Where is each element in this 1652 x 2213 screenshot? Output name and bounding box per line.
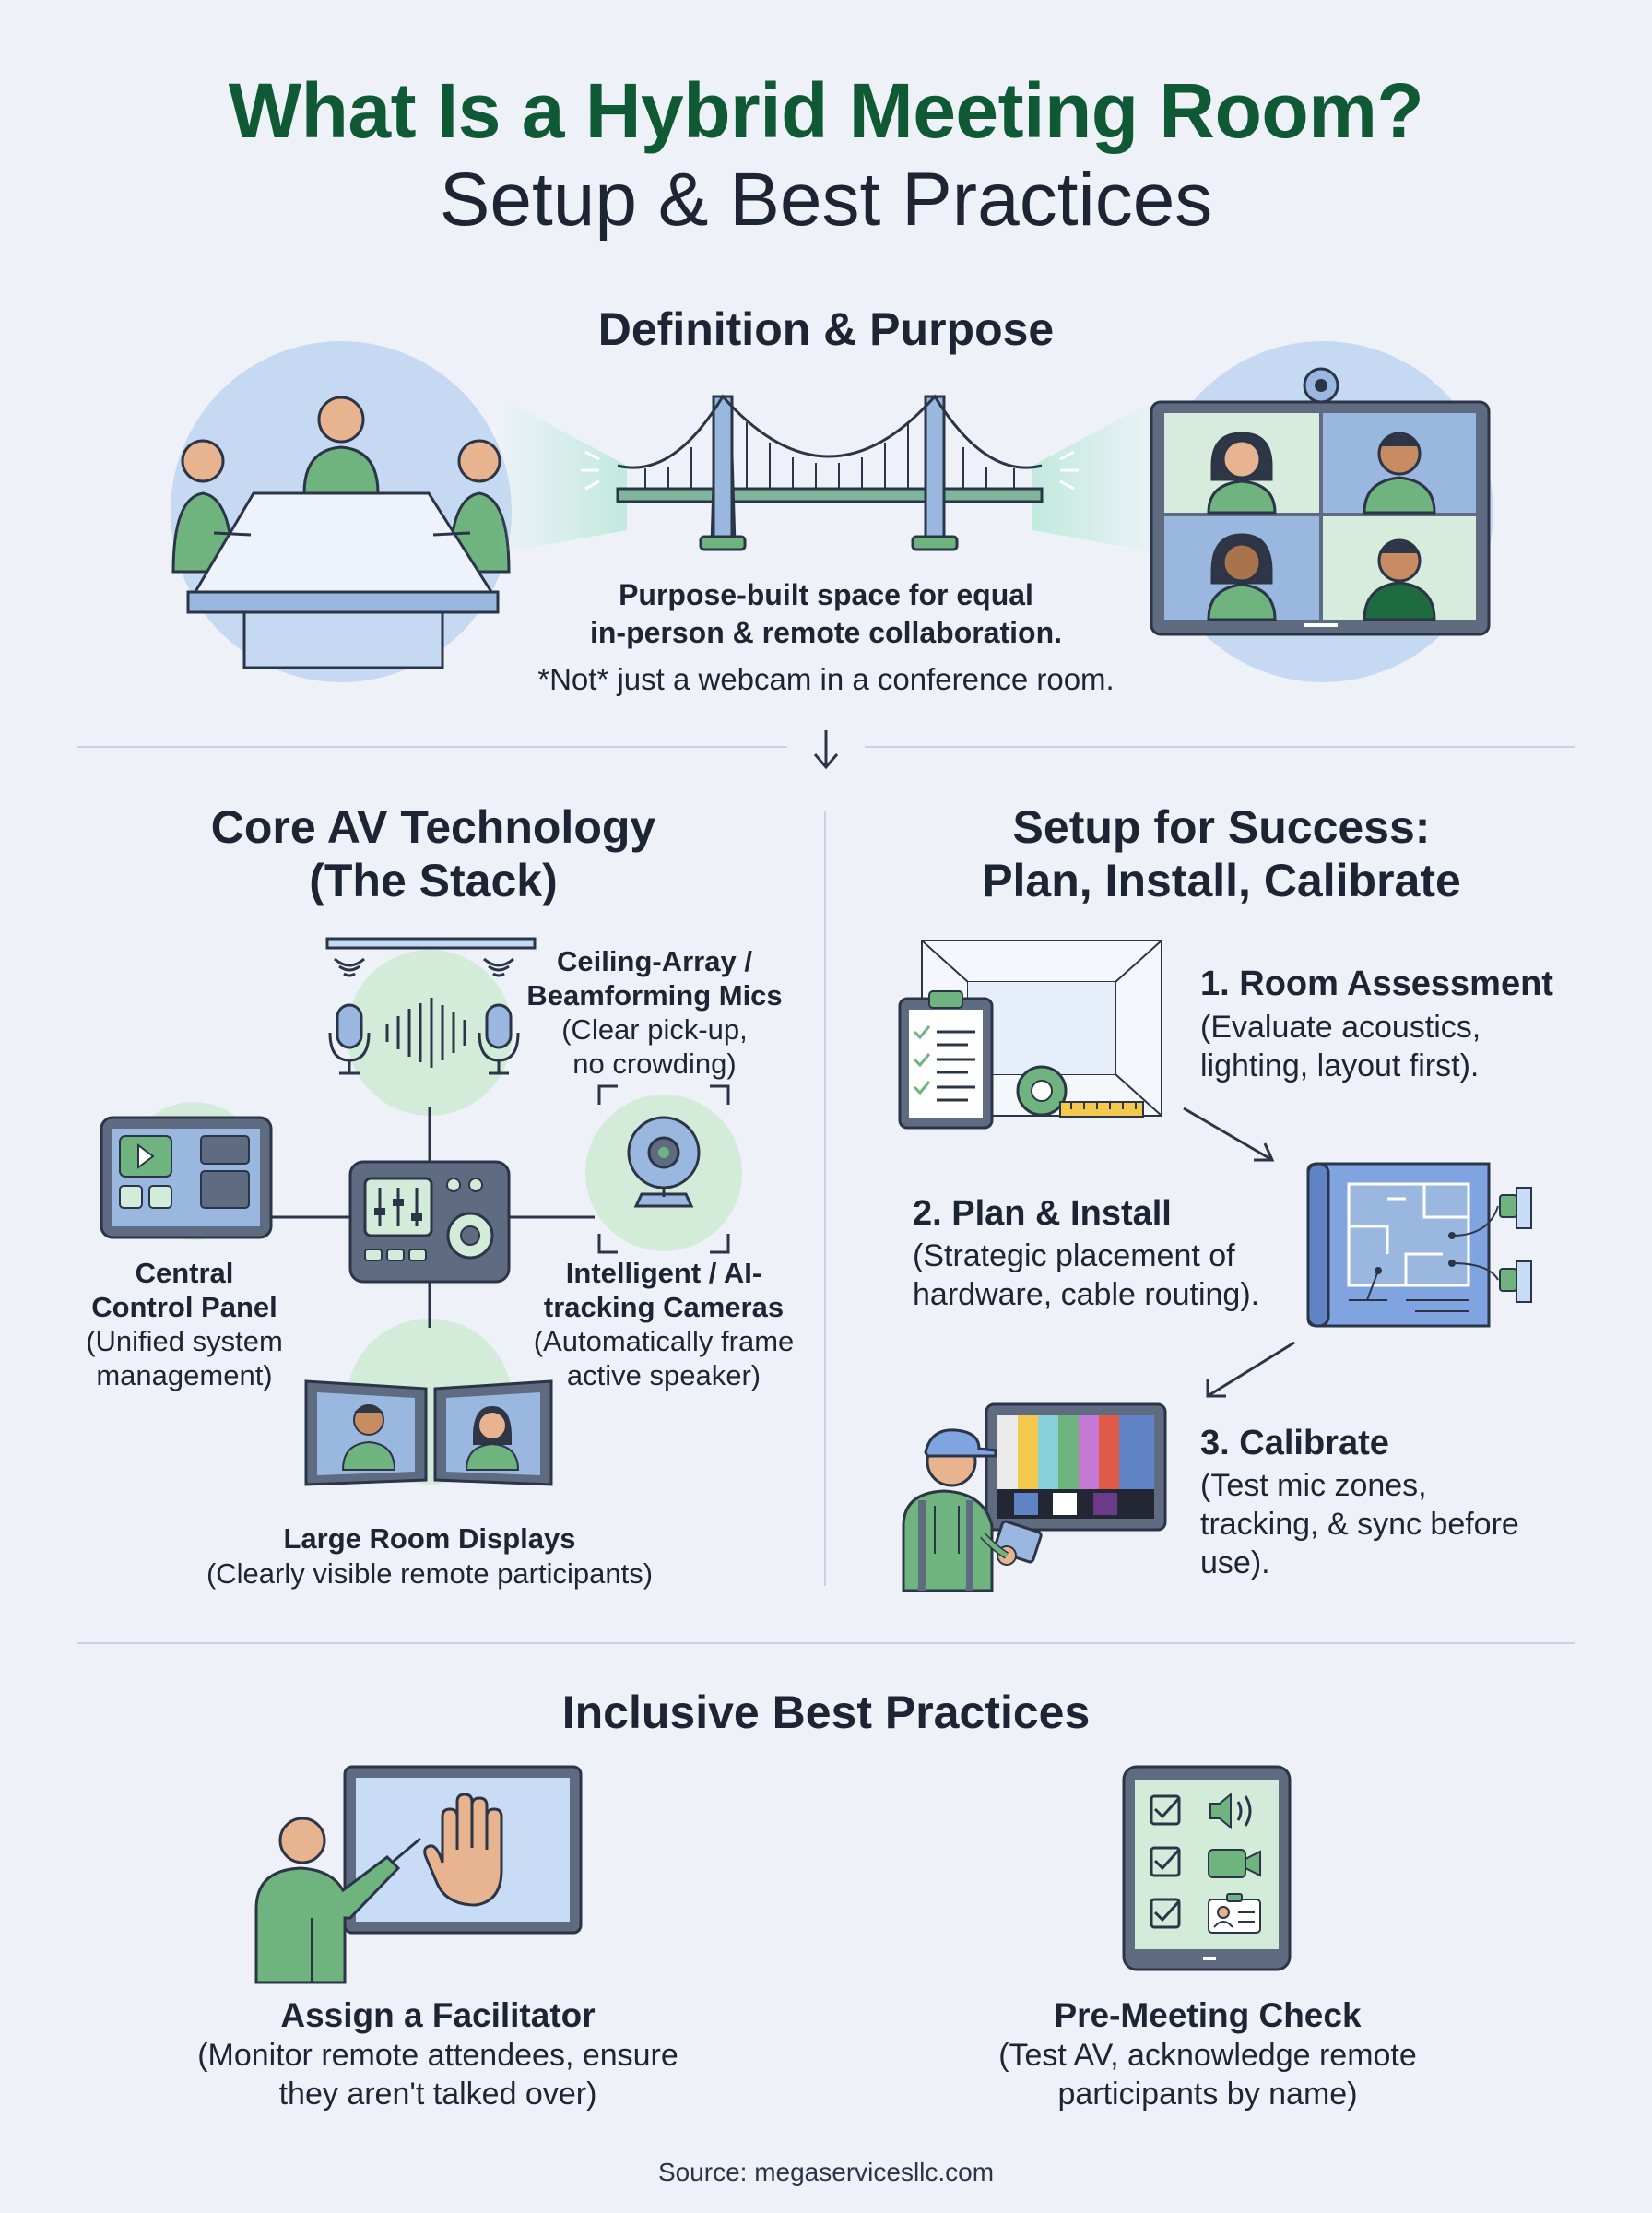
step-1-title: 1. Room Assessment xyxy=(1200,964,1553,1003)
displays-desc: (Clearly visible remote participants) xyxy=(206,1557,654,1590)
setup-heading-1: Setup for Success: xyxy=(1012,801,1431,853)
facilitator-illustration xyxy=(254,1765,583,1984)
page-subtitle: Setup & Best Practices xyxy=(439,158,1213,242)
control-desc-2: management) xyxy=(96,1359,273,1391)
section-divider xyxy=(77,746,787,748)
practices-heading: Inclusive Best Practices xyxy=(561,1686,1091,1738)
mics-desc-2: no crowding) xyxy=(572,1047,737,1080)
section-divider xyxy=(865,746,1575,748)
bridge-icon xyxy=(498,394,1162,553)
arrow-down-icon xyxy=(813,730,839,770)
step-1-desc-1: (Evaluate acoustics, xyxy=(1200,1010,1481,1045)
step-3-desc-1: (Test mic zones, xyxy=(1200,1468,1427,1503)
step-2-title: 2. Plan & Install xyxy=(913,1194,1172,1233)
check-desc-1: (Test AV, acknowledge remote xyxy=(998,2038,1417,2073)
step-2-desc-2: hardware, cable routing). xyxy=(913,1277,1260,1312)
step-2-desc-1: (Strategic placement of xyxy=(913,1238,1235,1273)
mics-title-1: Ceiling-Array / xyxy=(557,945,752,977)
step-3-desc-2: tracking, & sync before xyxy=(1200,1507,1519,1542)
purpose-note: *Not* just a webcam in a conference room… xyxy=(537,662,1115,696)
mics-title-2: Beamforming Mics xyxy=(526,979,783,1012)
facilitator-desc-2: they aren't talked over) xyxy=(278,2077,597,2112)
section-divider xyxy=(77,1642,1575,1644)
arrow-icon xyxy=(1206,1341,1295,1398)
check-title: Pre-Meeting Check xyxy=(1054,1996,1362,2034)
step-3-desc-3: use). xyxy=(1200,1545,1270,1580)
facilitator-title: Assign a Facilitator xyxy=(280,1996,596,2034)
room-assessment-illustration xyxy=(898,940,1162,1130)
mics-desc-1: (Clear pick-up, xyxy=(561,1013,748,1046)
av-stack-diagram xyxy=(100,937,742,1486)
blueprint-illustration xyxy=(1306,1162,1532,1328)
remote-participants-screen xyxy=(1150,341,1493,682)
column-divider xyxy=(824,811,826,1586)
control-title-1: Central xyxy=(135,1257,234,1289)
control-title-2: Control Panel xyxy=(91,1291,277,1323)
purpose-line-2: in-person & remote collaboration. xyxy=(589,616,1063,649)
arrow-icon xyxy=(1183,1106,1275,1162)
definition-heading: Definition & Purpose xyxy=(597,303,1055,355)
purpose-line-1: Purpose-built space for equal xyxy=(619,578,1033,611)
core-av-heading-1: Core AV Technology xyxy=(210,801,656,853)
displays-title: Large Room Displays xyxy=(283,1522,576,1555)
checklist-tablet-icon xyxy=(1122,1765,1292,1971)
cameras-desc-1: (Automatically frame xyxy=(533,1325,795,1357)
cameras-title-1: Intelligent / AI- xyxy=(565,1257,762,1289)
step-1-desc-2: lighting, layout first). xyxy=(1200,1048,1480,1083)
facilitator-desc-1: (Monitor remote attendees, ensure xyxy=(197,2038,678,2073)
check-desc-2: participants by name) xyxy=(1057,2077,1358,2112)
core-av-heading-2: (The Stack) xyxy=(309,855,558,906)
page-title: What Is a Hybrid Meeting Room? xyxy=(228,67,1424,154)
source-credit: Source: megaservicesllc.com xyxy=(657,2158,995,2186)
cameras-title-2: tracking Cameras xyxy=(543,1291,785,1323)
in-person-room-illustration xyxy=(171,341,512,682)
calibration-illustration xyxy=(902,1402,1167,1592)
cameras-desc-2: active speaker) xyxy=(566,1359,761,1391)
setup-heading-2: Plan, Install, Calibrate xyxy=(982,855,1461,906)
control-desc-1: (Unified system xyxy=(86,1325,283,1357)
step-3-title: 3. Calibrate xyxy=(1200,1424,1389,1462)
